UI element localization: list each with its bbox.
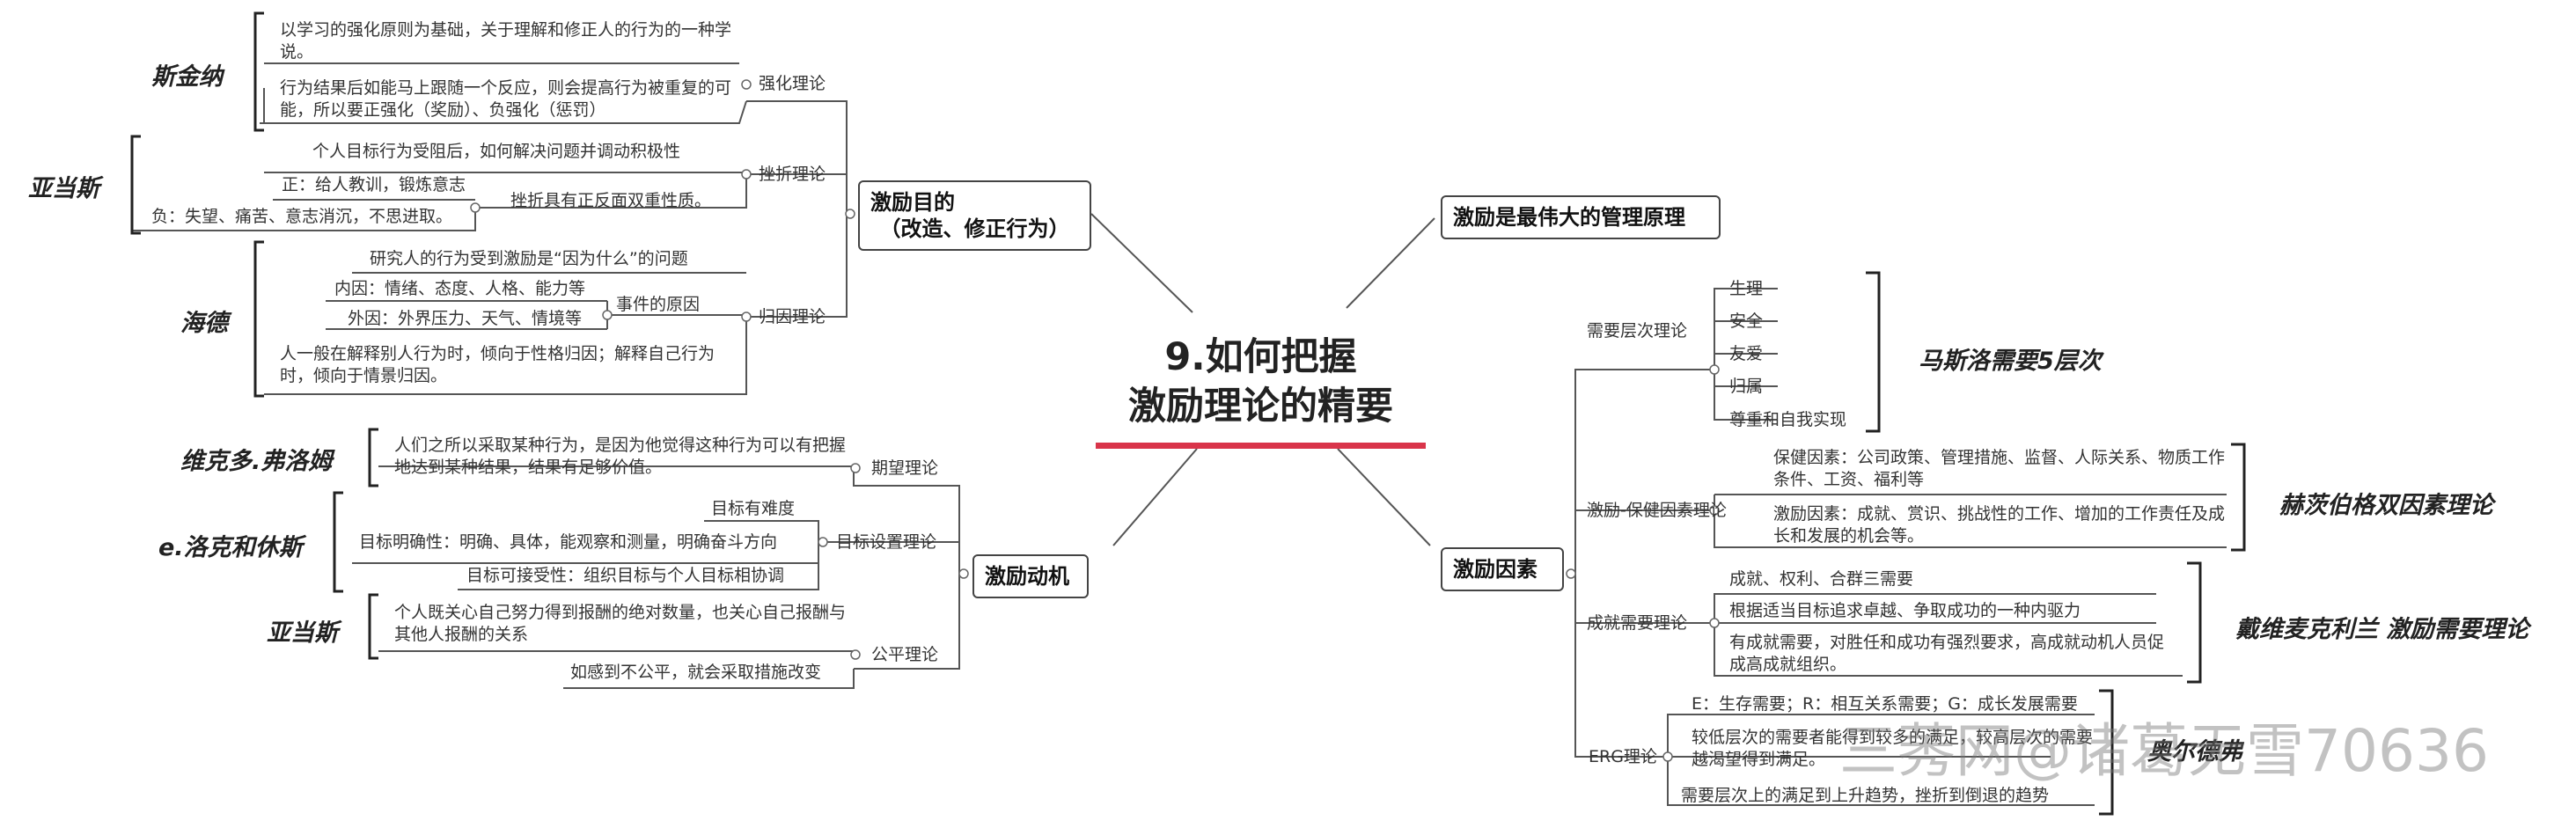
text-attribution-outer: 外因：外界压力、天气、情境等 (348, 309, 583, 328)
bracket-heider (253, 240, 264, 398)
text-frustration-top: 个人目标行为受阻后，如何解决问题并调动积极性 (312, 142, 681, 161)
author-alderfer: 奥尔德弗 (2147, 738, 2242, 766)
node-purpose-line1: 激励目的 (870, 190, 955, 215)
link-center-factors (1337, 448, 1431, 546)
text-attribution-inner: 内因：情绪、态度、人格、能力等 (334, 279, 586, 298)
label-expectancy: 期望理论 (871, 458, 939, 478)
text-motivator: 激励因素：成就、赏识、挑战性的工作、增加的工作责任及成长和发展的机会等。 (1773, 504, 2226, 546)
text-equity-bottom: 如感到不公平，就会采取措施改变 (570, 663, 822, 682)
author-locke: e.洛克和休斯 (158, 534, 303, 561)
text-reinforce-1: 以学习的强化原则为基础，关于理解和修正人的行为的一种学说。 (280, 20, 732, 62)
link-center-principle (1346, 217, 1435, 309)
author-skinner: 斯金纳 (151, 63, 223, 91)
needs-item-2: 安全 (1729, 311, 1764, 331)
label-equity: 公平理论 (871, 645, 939, 664)
link-reinforce (746, 100, 850, 215)
label-reinforce: 强化理论 (759, 74, 826, 93)
author-vroom: 维克多.弗洛姆 (180, 448, 333, 475)
bracket-adams-2 (368, 593, 378, 660)
bracket-adams-1 (130, 135, 141, 235)
author-maslow: 马斯洛需要5层次 (1919, 348, 2102, 375)
text-goal-3: 目标可接受性：组织目标与个人目标相协调 (466, 566, 785, 585)
erg-item-2: 较低层次的需要者能得到较多的满足，较高层次的需要越渴望得到满足。 (1692, 728, 2094, 769)
node-factors-title: 激励因素 (1453, 557, 1538, 582)
achievement-item-3: 有成就需要，对胜任和成功有强烈要求，高成就动机人员促成高成就组织。 (1729, 633, 2165, 674)
node-principle-title: 激励是最伟大的管理原理 (1453, 205, 1685, 230)
text-frustration-positive: 正：给人教训，锻炼意志 (282, 175, 466, 194)
author-adams-1: 亚当斯 (28, 175, 99, 202)
label-erg: ERG理论 (1589, 747, 1657, 766)
text-goal-2: 目标明确性：明确、具体，能观察和测量，明确奋斗方向 (359, 532, 778, 552)
text-hygiene: 保健因素：公司政策、管理措施、监督、人际关系、物质工作条件、工资、福利等 (1773, 448, 2226, 489)
author-adams-2: 亚当斯 (267, 619, 338, 647)
achievement-item-2: 根据适当目标追求卓越、争取成功的一种内驱力 (1729, 601, 2081, 620)
bracket-mcclelland (2187, 561, 2202, 684)
center-title: 9.如何把握 激励理论的精要 (1096, 333, 1426, 431)
text-attribution-top: 研究人的行为受到激励是“因为什么”的问题 (370, 249, 688, 268)
needs-item-1: 生理 (1729, 279, 1764, 298)
author-mcclelland: 戴维麦克利兰 激励需要理论 (2235, 616, 2529, 643)
text-frustration-negative: 负：失望、痛苦、意志消沉，不思进取。 (151, 207, 453, 226)
label-frustration: 挫折理论 (759, 165, 826, 184)
erg-item-1: E：生存需要；R：相互关系需要；G：成长发展需要 (1692, 694, 2078, 714)
author-heider: 海德 (180, 310, 228, 337)
needs-item-4: 归属 (1729, 377, 1764, 396)
achievement-item-1: 成就、权利、合群三需要 (1729, 569, 1914, 589)
label-needs: 需要层次理论 (1587, 321, 1688, 341)
node-purpose[interactable]: 激励目的 （改造、修正行为） (858, 180, 1091, 251)
text-equity: 个人既关心自己努力得到报酬的绝对数量，也关心自己报酬与其他人报酬的关系 (394, 603, 847, 644)
bracket-vroom (368, 428, 378, 487)
bracket-skinner (253, 11, 264, 132)
node-purpose-line2: （改造、修正行为） (879, 216, 1070, 241)
node-principle[interactable]: 激励是最伟大的管理原理 (1441, 195, 1721, 239)
needs-item-5: 尊重和自我实现 (1729, 410, 1847, 429)
author-herzberg: 赫茨伯格双因素理论 (2279, 492, 2493, 519)
node-motive[interactable]: 激励动机 (972, 554, 1089, 598)
text-attribution-bottom: 人一般在解释别人行为时，倾向于性格归因；解释自己行为时，倾向于情景归因。 (280, 344, 716, 385)
text-frustration-sub: 挫折具有正反面双重性质。 (510, 191, 712, 210)
node-motive-title: 激励动机 (985, 564, 1069, 589)
label-goal: 目标设置理论 (836, 532, 937, 552)
bracket-locke (333, 491, 343, 593)
erg-item-3: 需要层次上的满足到上升趋势，挫折到倒退的趋势 (1681, 786, 2050, 805)
needs-item-3: 友爱 (1729, 344, 1764, 363)
bracket-herzberg (2231, 443, 2246, 552)
text-goal-1: 目标有难度 (711, 499, 796, 518)
bracket-maslow (1866, 271, 1881, 433)
node-factors[interactable]: 激励因素 (1441, 547, 1564, 591)
text-reinforce-2: 行为结果后如能马上跟随一个反应，则会提高行为被重复的可能，所以要正强化（奖励）、… (280, 78, 732, 120)
bracket-alderfer (2099, 689, 2114, 816)
link-center-motive (1112, 448, 1198, 546)
center-underline (1096, 443, 1426, 449)
text-attribution-sub: 事件的原因 (616, 295, 701, 314)
watermark: 三莠网@诸葛无雪70636 (1839, 717, 2489, 785)
label-twofactor: 激励-保健因素理论 (1587, 501, 1727, 520)
label-achievement: 成就需要理论 (1587, 613, 1688, 633)
label-attribution: 归因理论 (759, 307, 826, 326)
center-title-line2: 激励理论的精要 (1128, 385, 1393, 429)
text-expectancy: 人们之所以采取某种行为，是因为他觉得这种行为可以有把握地达到某种结果，结果有足够… (394, 436, 847, 477)
center-title-line1: 9.如何把握 (1164, 335, 1357, 379)
link-center-purpose (1090, 213, 1193, 313)
